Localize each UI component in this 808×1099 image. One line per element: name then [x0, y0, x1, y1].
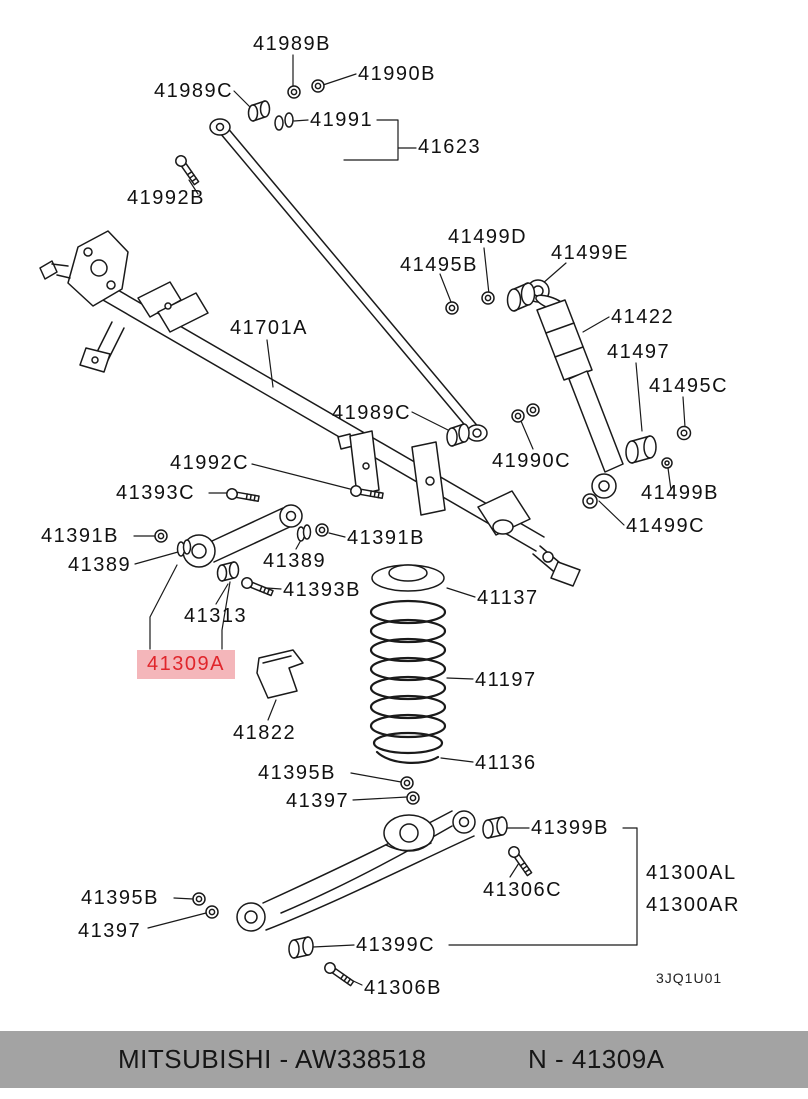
washer-41499d: [481, 291, 495, 305]
part-label: 41136: [475, 752, 537, 774]
part-label: 41306B: [364, 977, 442, 999]
bump-stop: [256, 649, 304, 699]
nut-41990c-2: [526, 403, 540, 417]
footer-bar: MITSUBISHI - AW338518 N - 41309A: [0, 1031, 808, 1088]
bolt-41393c: [225, 487, 261, 505]
part-label: 41499E: [551, 242, 629, 264]
spring-clip: [375, 750, 440, 764]
nut-41397-mid: [406, 791, 420, 805]
part-label: 41389: [263, 550, 327, 572]
nut-41989b: [287, 85, 301, 99]
part-label: 41499C: [626, 515, 706, 537]
part-label: 41497: [607, 341, 671, 363]
footer-brand-text: MITSUBISHI - AW338518: [118, 1044, 427, 1074]
lower-arm-hardware: [192, 776, 535, 989]
part-label: 41495C: [649, 375, 729, 397]
leader-lines: [133, 54, 686, 986]
nut-41495b: [445, 301, 459, 315]
footer-part-number: N - 41309A: [528, 1044, 665, 1074]
shock-absorber: [445, 279, 692, 509]
nut-41391b-right: [315, 523, 329, 537]
part-label: 41990B: [358, 63, 436, 85]
part-label: 41399C: [356, 934, 436, 956]
part-label: 41395B: [81, 887, 159, 909]
part-label: 41989C: [154, 80, 234, 102]
part-label: 41397: [286, 790, 350, 812]
part-label: 41393B: [283, 579, 361, 601]
nut-41395b-left: [192, 892, 206, 906]
part-label: 41422: [611, 306, 675, 328]
bolt-41393b: [239, 575, 275, 599]
part-label: 41495B: [400, 254, 478, 276]
part-label: 41391B: [347, 527, 425, 549]
part-label: 41989B: [253, 33, 331, 55]
bolt-41306c: [506, 844, 535, 878]
part-label: 41989C: [332, 402, 412, 424]
nut-41391b-left: [154, 529, 168, 543]
lower-control-arm: [236, 810, 476, 932]
part-label: 41623: [418, 136, 482, 158]
bolt-41306b: [322, 960, 356, 989]
part-label: 41499B: [641, 482, 719, 504]
part-label: 41197: [475, 669, 537, 691]
nut-41395b-mid: [400, 776, 414, 790]
part-label: 41397: [78, 920, 142, 942]
part-label: 41389: [68, 554, 132, 576]
nut-41990b: [311, 79, 325, 93]
nut-41397-left: [205, 905, 219, 919]
part-label: 41300AL: [646, 862, 737, 884]
part-label: 41391B: [41, 525, 119, 547]
part-label: 41137: [477, 587, 539, 609]
bolt-41992b: [173, 153, 202, 187]
part-label: 41822: [233, 722, 297, 744]
part-label: 41992B: [127, 187, 205, 209]
part-label: 41992C: [170, 452, 250, 474]
part-label: 41990C: [492, 450, 572, 472]
highlighted-part-label: 41309A: [137, 650, 235, 679]
part-label: 41991: [310, 109, 374, 131]
part-label: 41300AR: [646, 894, 740, 916]
upper-link: [154, 484, 385, 599]
drawing-code: 3JQ1U01: [656, 970, 723, 986]
rod-hardware: [173, 79, 540, 447]
part-label: 41393C: [116, 482, 196, 504]
part-label: 41399B: [531, 817, 609, 839]
nut-41990c: [511, 409, 525, 423]
part-label: 41395B: [258, 762, 336, 784]
axle-beam: [39, 230, 581, 587]
part-label: 41701A: [230, 317, 308, 339]
spring-seat: [371, 564, 445, 592]
part-label: 41499D: [448, 226, 528, 248]
coil-spring: [369, 599, 447, 755]
part-label: 41306C: [483, 879, 563, 901]
lateral-rod: [209, 118, 488, 442]
part-label: 41313: [184, 605, 248, 627]
